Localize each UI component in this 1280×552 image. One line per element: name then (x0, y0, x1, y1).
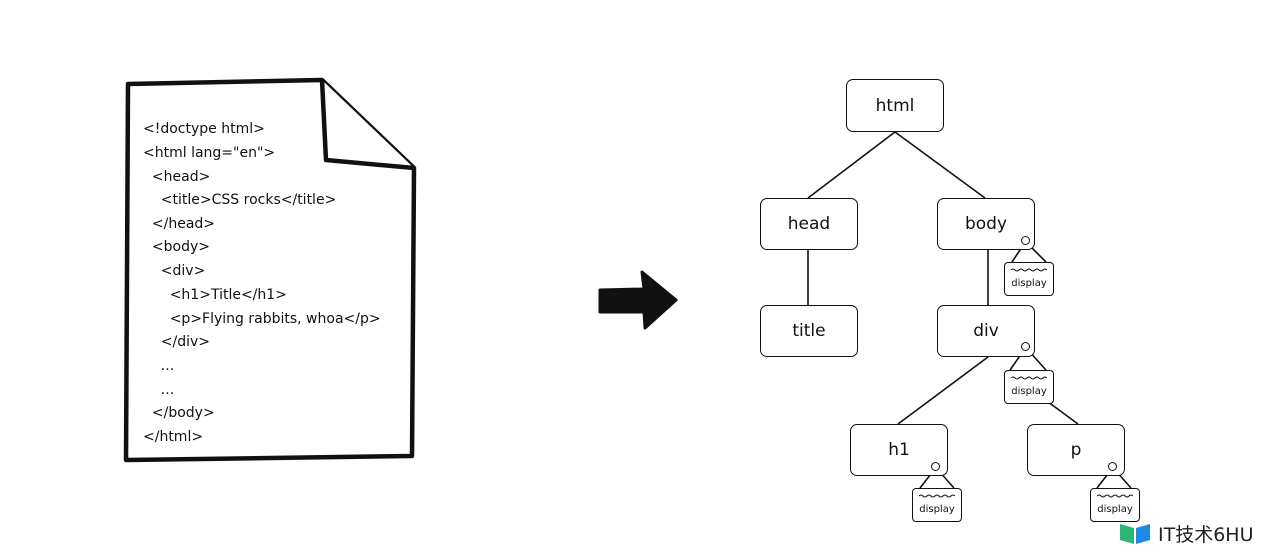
watermark-text: IT技术6HU (1158, 523, 1254, 546)
code-line: <h1>Title</h1> (143, 287, 287, 303)
code-line: <p>Flying rabbits, whoa</p> (143, 311, 381, 327)
display-tag-body: display (1004, 262, 1054, 296)
code-line: ... (143, 358, 175, 374)
node-div: div (937, 305, 1035, 357)
hanger-ring-icon (931, 462, 940, 471)
code-line: </head> (143, 216, 216, 232)
node-body: body (937, 198, 1035, 250)
code-line: </html> (143, 429, 204, 445)
hanger-ring-icon (1021, 236, 1030, 245)
wavy-line-icon (919, 494, 955, 498)
hanger-ring-icon (1021, 342, 1030, 351)
hanger-ring-icon (1108, 462, 1117, 471)
wavy-line-icon (1097, 494, 1133, 498)
node-html: html (846, 79, 944, 132)
code-line: </body> (143, 405, 215, 421)
edge-div-h1 (897, 356, 989, 425)
node-head: head (760, 198, 858, 250)
code-line: <div> (143, 263, 206, 279)
node-title: title (760, 305, 858, 357)
wavy-line-icon (1011, 376, 1047, 380)
code-line: </div> (143, 334, 211, 350)
edge-html-body (894, 131, 986, 199)
watermark: IT技术6HU (1118, 518, 1254, 548)
display-tag-label: display (1011, 278, 1047, 289)
code-line: <body> (143, 239, 210, 255)
display-tag-label: display (1097, 504, 1133, 515)
code-line: <head> (143, 169, 211, 185)
page-fold-corner (319, 79, 415, 171)
display-tag-div: display (1004, 370, 1054, 404)
node-p: p (1027, 424, 1125, 476)
code-line: ... (143, 382, 175, 398)
display-tag-p: display (1090, 488, 1140, 522)
code-line: <html lang="en"> (143, 145, 276, 161)
display-tag-label: display (919, 504, 955, 515)
right-arrow-icon (598, 270, 678, 330)
edge-html-head (807, 131, 896, 199)
code-line: <!doctype html> (143, 121, 265, 137)
wavy-line-icon (1011, 268, 1047, 272)
display-tag-label: display (1011, 386, 1047, 397)
display-tag-h1: display (912, 488, 962, 522)
watermark-logo-icon (1118, 520, 1152, 546)
code-line: <title>CSS rocks</title> (143, 192, 337, 208)
